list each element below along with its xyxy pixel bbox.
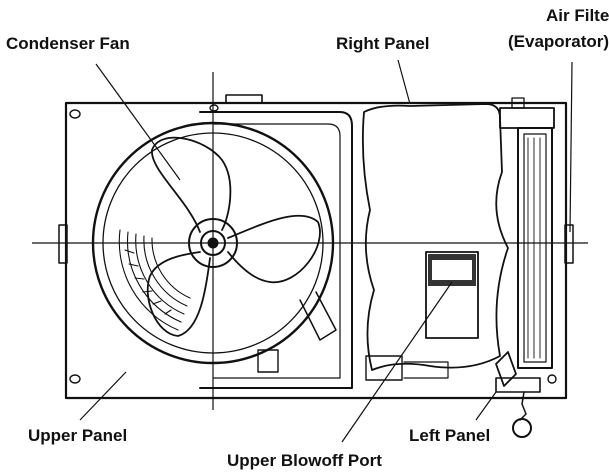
blowoff-port-face [432,260,472,280]
label-upper-blowoff-port: Upper Blowoff Port [227,451,382,470]
unit-drawing [58,94,574,438]
leader-left-panel [475,391,497,421]
leader-condenser-fan [95,63,181,181]
label-upper-panel: Upper Panel [28,426,127,445]
fan-blades [146,136,321,337]
outer-casing [64,101,568,400]
blowoff-port [425,251,479,339]
air-filter-bracket [499,107,555,129]
fan-shroud [199,111,353,389]
latch-bar [495,377,541,393]
bottom-box-right [403,361,449,379]
leader-air-filter [569,61,573,233]
air-filter-top-tab [511,97,525,109]
motor-support-base [257,349,279,373]
label-air-filter-line1: Air Filter [546,6,609,25]
label-air-filter-line2: (Evaporator) [508,32,609,51]
leader-upper-blowoff [341,281,453,443]
air-filter-frame [517,127,553,369]
latch-chain [519,391,527,421]
label-condenser-fan: Condenser Fan [6,34,130,53]
leader-lines [79,59,573,443]
top-bracket [225,94,263,104]
leader-upper-panel [79,371,127,421]
latch-ring [512,418,532,438]
label-right-panel: Right Panel [336,34,430,53]
corner-screws [69,104,557,384]
right-side-tab [564,224,574,264]
evaporator-body [361,103,509,371]
center-lines [32,72,588,410]
air-filter-ribs [527,137,541,359]
fan-shroud-inner [213,123,341,379]
air-filter-inner [523,133,547,363]
left-side-tab [58,224,68,264]
label-left-panel: Left Panel [409,426,490,445]
motor-support [299,291,337,341]
labels: Condenser Fan Right Panel Air Filter (Ev… [6,6,609,470]
fan-grille [118,229,191,331]
leader-right-panel [397,59,411,105]
